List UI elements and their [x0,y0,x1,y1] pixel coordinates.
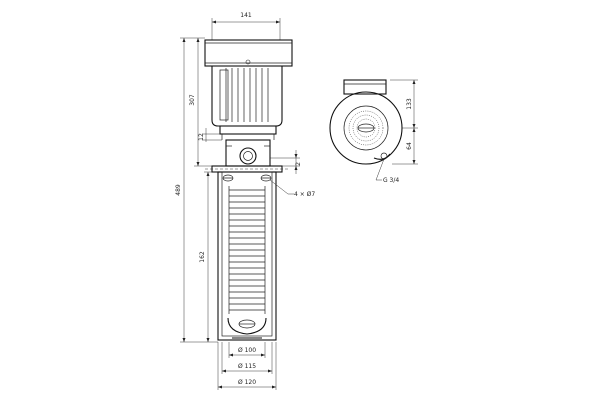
dim-label-d100: Ø 100 [238,347,256,354]
pump-stack [217,171,277,341]
dim-label-162: 162 [199,251,206,263]
dimension-307: 307 [189,38,212,167]
motor-housing [211,66,283,140]
pump-head [225,139,271,167]
motor-top-cap [204,39,293,67]
dim-label-d120: Ø 120 [238,379,256,386]
front-view: 141 [175,12,315,390]
dim-label-64: 64 [406,142,413,150]
dimension-d100: Ø 100 [228,342,266,358]
dimension-thread: G 3/4 [375,158,399,184]
dimension-d115: Ø 115 [221,342,273,374]
dim-label-307: 307 [189,94,196,106]
dimension-2: 2 [270,150,302,174]
side-view: 133 64 G 3/4 [329,79,418,184]
terminal-box [343,79,387,95]
dim-label-141: 141 [240,12,252,19]
dimension-bolts: 4 × Ø7 [269,179,315,198]
dim-label-bolts: 4 × Ø7 [294,191,315,198]
dimension-12: 12 [198,128,222,142]
dimension-64: 64 [392,128,418,165]
dimension-489: 489 [175,37,218,343]
dim-label-133: 133 [406,98,413,110]
mounting-plate [205,165,289,173]
dimension-133: 133 [390,79,418,129]
dimension-141: 141 [211,12,281,40]
dim-label-2: 2 [295,162,302,166]
dim-label-thread: G 3/4 [383,177,399,184]
dimension-d120: Ø 120 [217,342,277,390]
dim-label-12: 12 [198,133,205,141]
dim-label-d115: Ø 115 [238,363,256,370]
dimension-162: 162 [199,171,218,342]
dim-label-489: 489 [175,184,182,196]
